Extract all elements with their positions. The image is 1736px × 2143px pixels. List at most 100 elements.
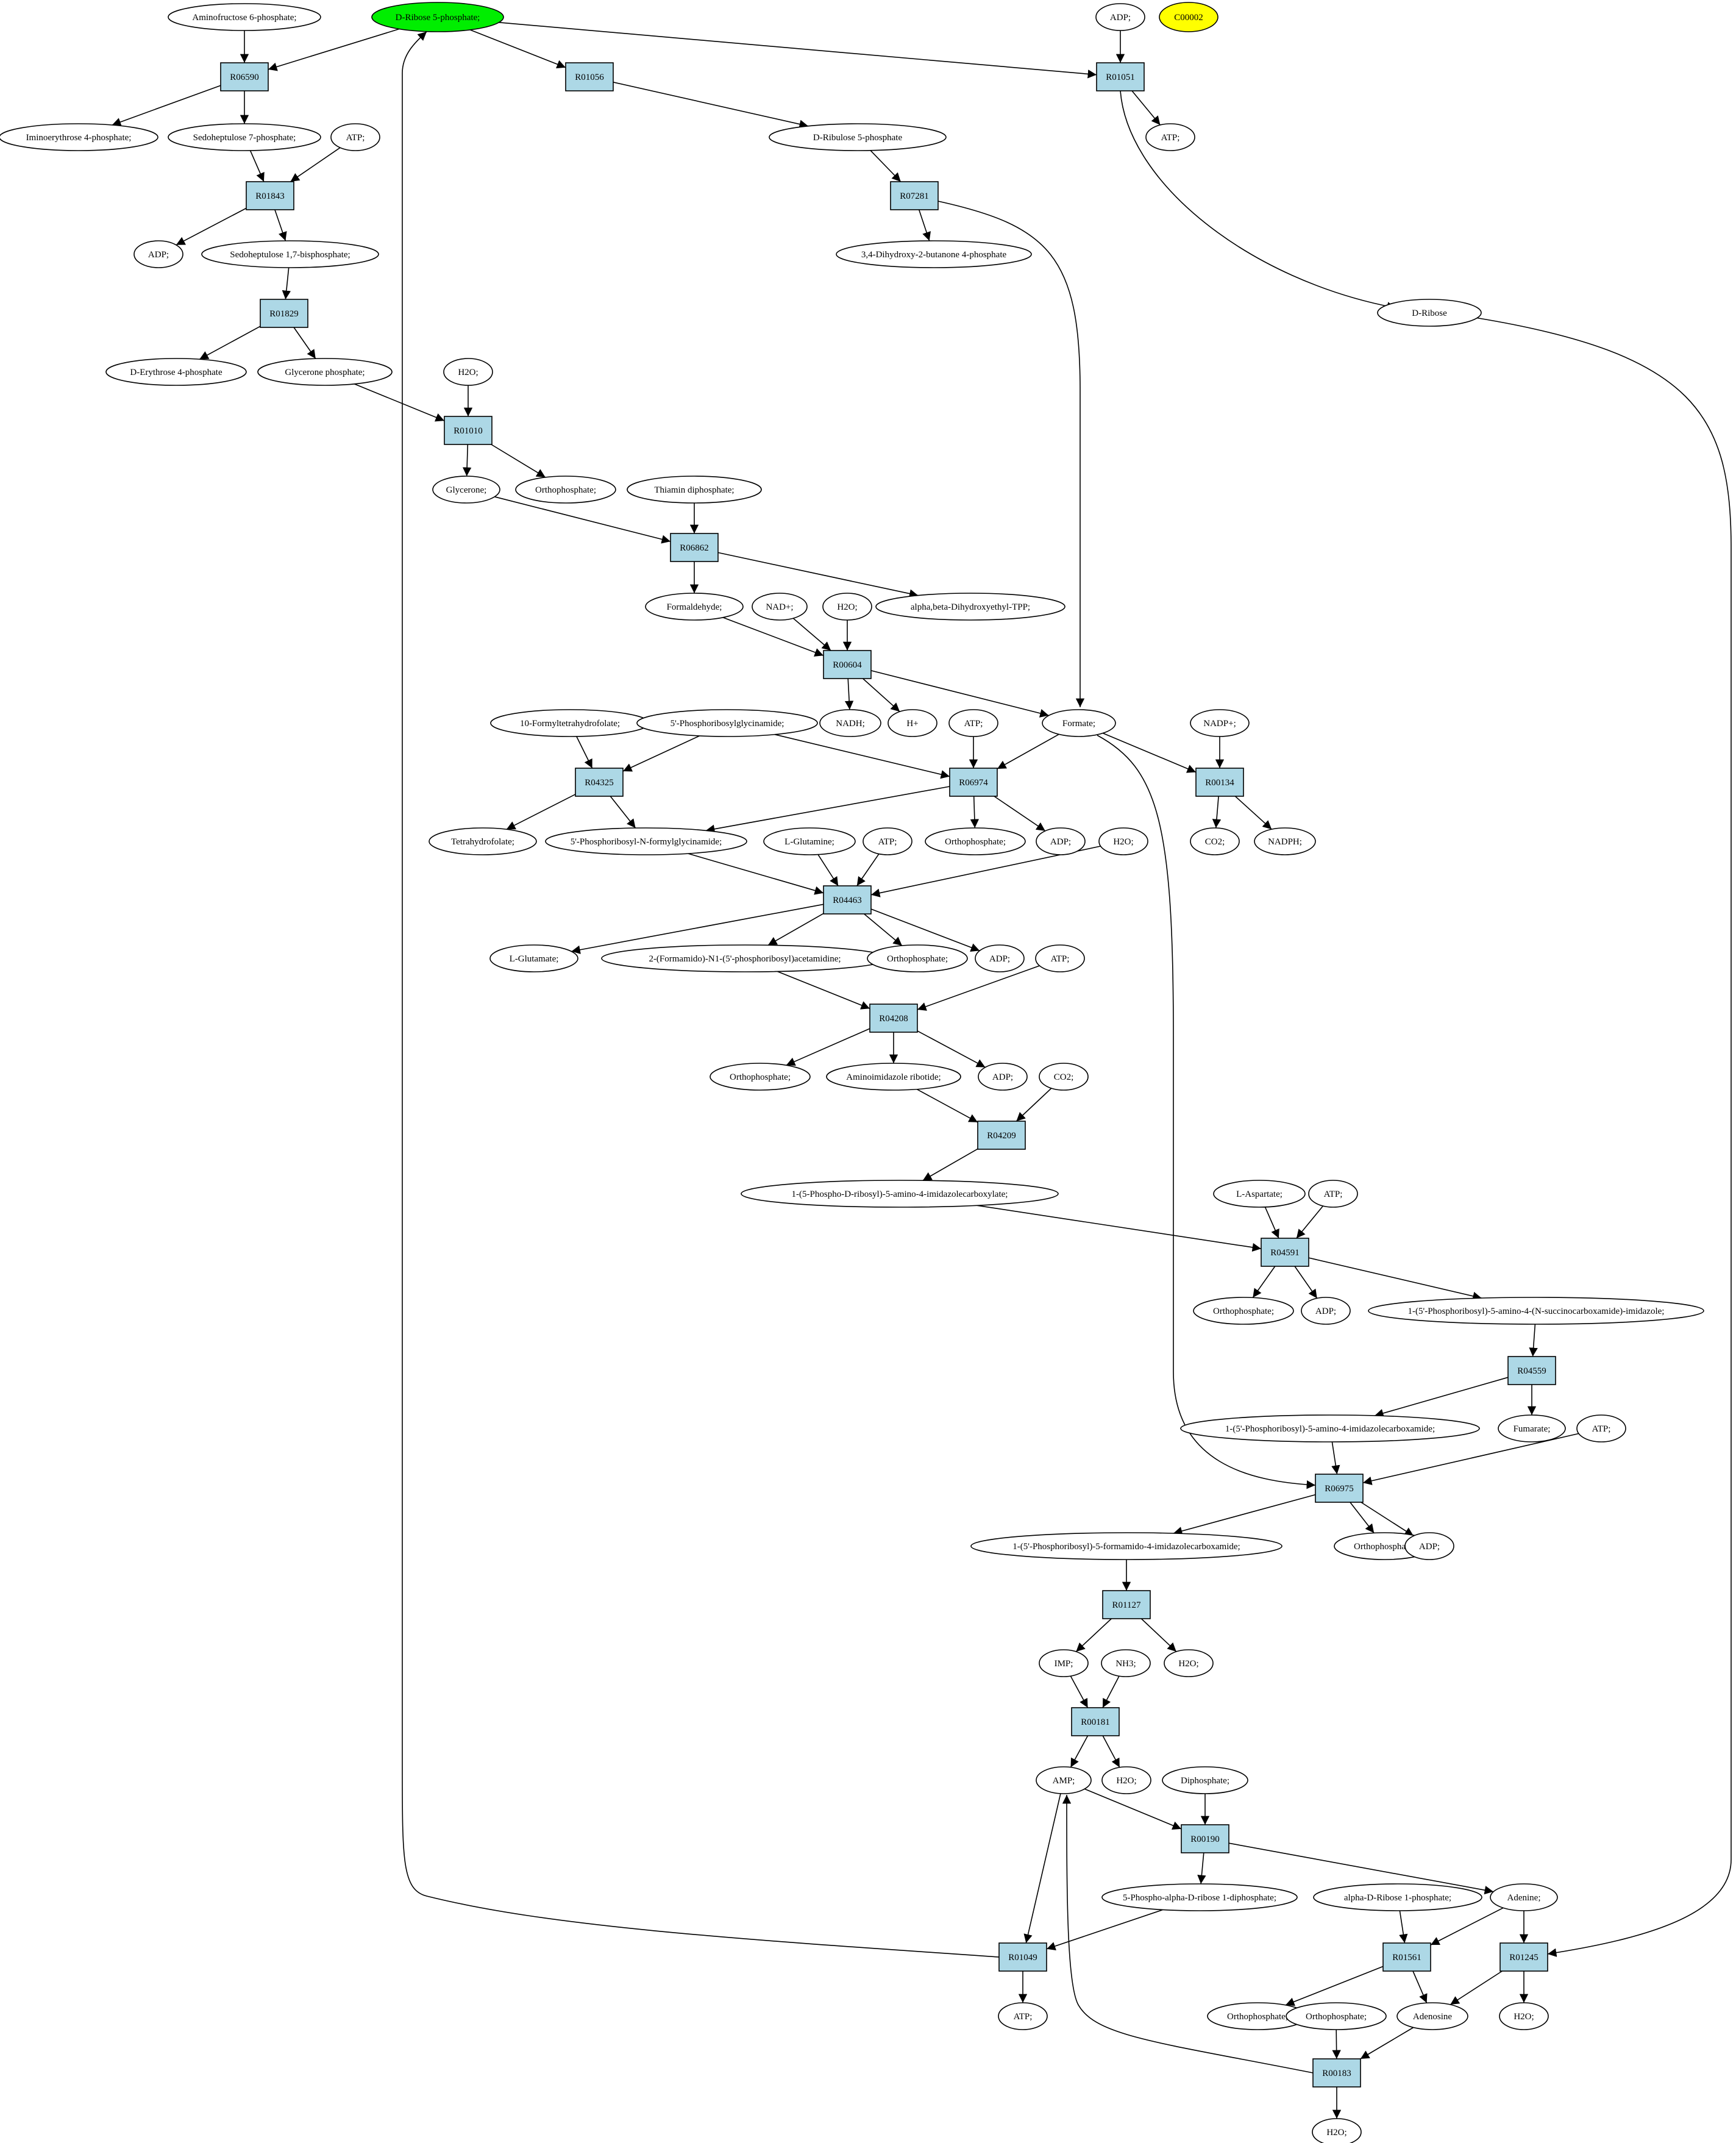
compound-node-c_formaldehyde[interactable]: Formaldehyde;: [645, 593, 744, 621]
compound-node-c_lgln[interactable]: L-Glutamine;: [763, 827, 856, 855]
compound-node-c_adp_3[interactable]: ADP;: [975, 944, 1025, 972]
compound-node-c_h2o_1[interactable]: H2O;: [443, 358, 493, 386]
reaction-node-R01010[interactable]: R01010: [444, 416, 493, 445]
compound-node-c_adp_2[interactable]: ADP;: [1036, 827, 1086, 855]
compound-node-c_imp[interactable]: IMP;: [1039, 1649, 1089, 1677]
reaction-node-R01127[interactable]: R01127: [1102, 1590, 1151, 1619]
compound-node-c_aicar[interactable]: 1-(5'-Phosphoribosyl)-5-amino-4-imidazol…: [1180, 1414, 1480, 1442]
reaction-node-R04209[interactable]: R04209: [977, 1121, 1026, 1150]
compound-node-c_co2_1[interactable]: CO2;: [1190, 827, 1240, 855]
compound-node-c_ortho_1[interactable]: Orthophosphate;: [515, 476, 616, 504]
compound-node-c_formate[interactable]: Formate;: [1042, 709, 1116, 737]
compound-node-c_dribose[interactable]: D-Ribose: [1377, 299, 1482, 327]
reaction-node-R01561[interactable]: R01561: [1382, 1942, 1431, 1972]
compound-node-c_h2o_5[interactable]: H2O;: [1101, 1766, 1151, 1794]
reaction-node-R01051[interactable]: R01051: [1096, 62, 1145, 91]
reaction-node-R01843[interactable]: R01843: [246, 181, 294, 210]
compound-node-c_prpp[interactable]: 5-Phospho-alpha-D-ribose 1-diphosphate;: [1101, 1883, 1298, 1911]
reaction-node-R07281[interactable]: R07281: [890, 181, 939, 210]
compound-node-c_atp_2[interactable]: ATP;: [948, 709, 998, 737]
compound-node-c_faicar[interactable]: 1-(5'-Phosphoribosyl)-5-formamido-4-imid…: [970, 1532, 1282, 1560]
compound-node-c_adp_top[interactable]: ADP;: [1095, 3, 1145, 31]
compound-node-c_sedbp[interactable]: Sedoheptulose 1,7-bisphosphate;: [201, 240, 379, 268]
compound-node-c_air[interactable]: Aminoimidazole ribotide;: [826, 1063, 961, 1091]
compound-node-c_nadh[interactable]: NADH;: [819, 709, 881, 737]
compound-node-c_amp[interactable]: AMP;: [1036, 1766, 1092, 1794]
reaction-node-R04559[interactable]: R04559: [1507, 1356, 1556, 1385]
compound-node-c_atp_5[interactable]: ATP;: [1308, 1180, 1358, 1208]
compound-node-c_nadp[interactable]: NADP+;: [1190, 709, 1250, 737]
compound-node-c_tpp[interactable]: Thiamin diphosphate;: [627, 476, 762, 504]
compound-node-c_ortho_4[interactable]: Orthophosphate;: [710, 1063, 811, 1091]
compound-node-c_atp_1[interactable]: ATP;: [330, 123, 380, 151]
compound-node-c_diphosphate[interactable]: Diphosphate;: [1162, 1766, 1248, 1794]
compound-node-c_glycerone[interactable]: Glycerone;: [432, 476, 500, 504]
compound-node-c_adenosine[interactable]: Adenosine: [1396, 2002, 1468, 2030]
compound-node-c_10fthf[interactable]: 10-Formyltetrahydrofolate;: [490, 709, 650, 737]
reaction-node-R00134[interactable]: R00134: [1195, 768, 1244, 797]
compound-node-c_abdhe_tpp[interactable]: alpha,beta-Dihydroxyethyl-TPP;: [875, 593, 1065, 621]
reaction-node-R01056[interactable]: R01056: [565, 62, 614, 91]
compound-node-c_r5p[interactable]: D-Ribose 5-phosphate;: [371, 2, 504, 32]
compound-node-c_dhb4p[interactable]: 3,4-Dihydroxy-2-butanone 4-phosphate: [836, 240, 1032, 268]
compound-node-c_ar1p[interactable]: alpha-D-Ribose 1-phosphate;: [1313, 1883, 1482, 1911]
reaction-node-R01829[interactable]: R01829: [260, 299, 308, 328]
compound-ellipse-c_dhb4p: [836, 240, 1032, 268]
compound-node-c_atp_7[interactable]: ATP;: [998, 2002, 1048, 2030]
compound-node-c_saicar[interactable]: 1-(5'-Phosphoribosyl)-5-amino-4-(N-succi…: [1368, 1297, 1704, 1325]
compound-node-c_e4p[interactable]: D-Erythrose 4-phosphate: [105, 358, 247, 386]
reaction-node-R01245[interactable]: R01245: [1499, 1942, 1548, 1972]
compound-node-c_fgam[interactable]: 2-(Formamido)-N1-(5'-phosphoribosyl)acet…: [601, 944, 889, 972]
compound-node-c_atp_6[interactable]: ATP;: [1576, 1414, 1626, 1442]
reaction-node-R01049[interactable]: R01049: [998, 1942, 1047, 1972]
compound-node-c_gp[interactable]: Glycerone phosphate;: [257, 358, 393, 386]
compound-node-c_atp_top[interactable]: ATP;: [1145, 123, 1195, 151]
compound-node-c_h2o_4[interactable]: H2O;: [1164, 1649, 1214, 1677]
compound-node-c_adp_1[interactable]: ADP;: [133, 240, 183, 268]
reaction-node-R06975[interactable]: R06975: [1315, 1474, 1364, 1503]
compound-node-c_ortho_2[interactable]: Orthophosphate;: [925, 827, 1026, 855]
compound-node-c_h2o_6[interactable]: H2O;: [1499, 2002, 1549, 2030]
compound-node-c_h2o_7[interactable]: H2O;: [1312, 2118, 1362, 2143]
reaction-node-R00604[interactable]: R00604: [823, 650, 872, 679]
compound-node-c_h2o_2[interactable]: H2O;: [822, 593, 872, 621]
reaction-box-R04559: [1507, 1356, 1556, 1385]
reaction-node-R06590[interactable]: R06590: [220, 62, 269, 91]
reaction-node-R00181[interactable]: R00181: [1071, 1707, 1120, 1736]
compound-node-c_adp_6[interactable]: ADP;: [1404, 1532, 1454, 1560]
compound-node-c_fumarate[interactable]: Fumarate;: [1498, 1414, 1566, 1442]
compound-node-c_cair[interactable]: 1-(5-Phospho-D-ribosyl)-5-amino-4-imidaz…: [741, 1180, 1059, 1208]
compound-node-c_ru5p[interactable]: D-Ribulose 5-phosphate: [769, 123, 947, 151]
reaction-node-R00183[interactable]: R00183: [1312, 2058, 1361, 2088]
compound-node-c_lasp[interactable]: L-Aspartate;: [1213, 1180, 1306, 1208]
reaction-node-R04208[interactable]: R04208: [869, 1004, 918, 1033]
compound-node-c_adenine[interactable]: Adenine;: [1490, 1883, 1558, 1911]
reaction-node-R06862[interactable]: R06862: [670, 533, 719, 562]
compound-node-c_ortho_5[interactable]: Orthophosphate;: [1193, 1297, 1294, 1325]
compound-node-c_5prfgly[interactable]: 5'-Phosphoribosyl-N-formylglycinamide;: [545, 827, 747, 855]
compound-node-c_sed7p[interactable]: Sedoheptulose 7-phosphate;: [168, 123, 321, 151]
compound-node-c_nadph[interactable]: NADPH;: [1254, 827, 1316, 855]
reaction-node-R04325[interactable]: R04325: [575, 768, 624, 797]
compound-node-c_nh3[interactable]: NH3;: [1101, 1649, 1151, 1677]
compound-node-c_5prgly[interactable]: 5'-Phosphoribosylglycinamide;: [636, 709, 818, 737]
compound-node-c_nad[interactable]: NAD+;: [752, 593, 808, 621]
compound-node-c_h2o_3[interactable]: H2O;: [1098, 827, 1148, 855]
reaction-node-R00190[interactable]: R00190: [1181, 1824, 1229, 1853]
compound-node-c_imino4p[interactable]: Iminoerythrose 4-phosphate;: [0, 123, 158, 151]
reaction-node-R04463[interactable]: R04463: [823, 885, 872, 915]
compound-node-c_thf[interactable]: Tetrahydrofolate;: [429, 827, 537, 855]
compound-node-c_atp_4[interactable]: ATP;: [1035, 944, 1085, 972]
compound-node-c_ortho_8[interactable]: Orthophosphate;: [1286, 2002, 1387, 2030]
compound-node-c_lglu[interactable]: L-Glutamate;: [489, 944, 578, 972]
compound-node-c_atp_3[interactable]: ATP;: [863, 827, 912, 855]
compound-node-c_adp_4[interactable]: ADP;: [978, 1063, 1028, 1091]
reaction-node-R04591[interactable]: R04591: [1261, 1238, 1309, 1267]
compound-node-c_hplus[interactable]: H+: [888, 709, 937, 737]
compound-node-c_ortho_3[interactable]: Orthophosphate;: [867, 944, 968, 972]
compound-node-c_amino6p[interactable]: Aminofructose 6-phosphate;: [168, 3, 321, 31]
compound-node-c_co2_2[interactable]: CO2;: [1039, 1063, 1089, 1091]
reaction-node-R06974[interactable]: R06974: [949, 768, 998, 797]
compound-node-c_adp_5[interactable]: ADP;: [1301, 1297, 1351, 1325]
compound-node-c_c00002[interactable]: C00002: [1159, 2, 1218, 32]
